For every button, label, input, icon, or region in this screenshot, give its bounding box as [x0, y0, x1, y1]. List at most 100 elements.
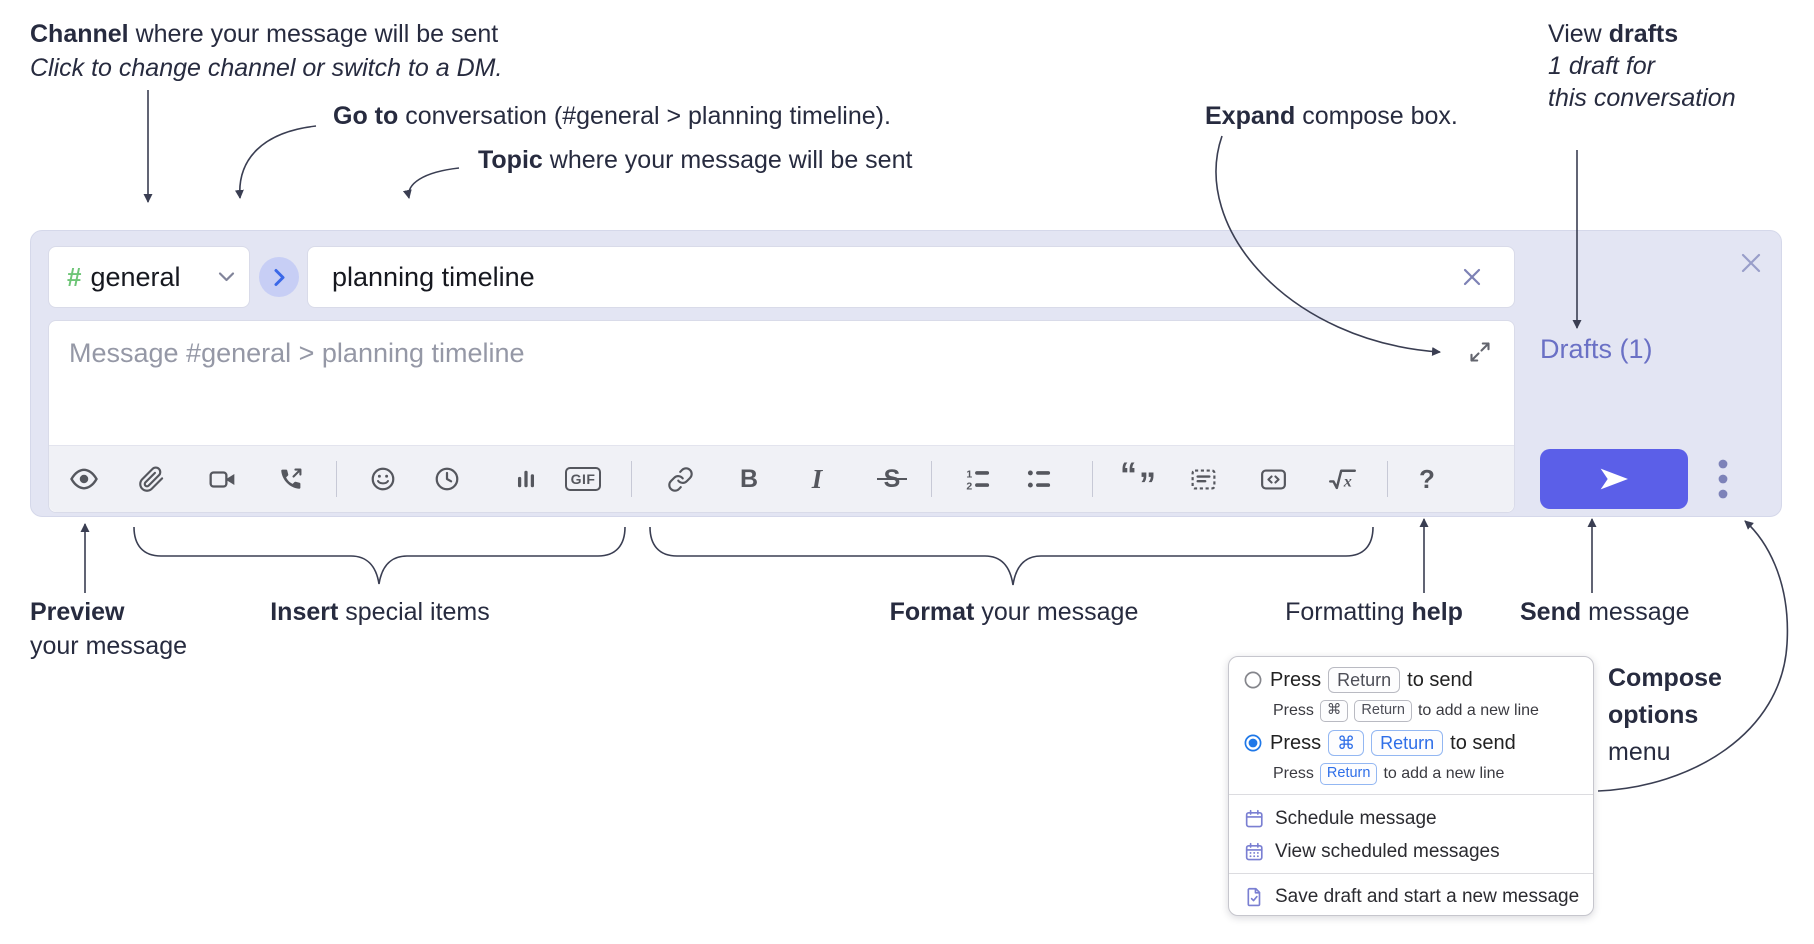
send-label: Send message — [1520, 598, 1690, 627]
quote-button[interactable]: “” — [1114, 456, 1160, 504]
menu-divider — [1229, 873, 1593, 874]
topic-annotation: Topic where your message will be sent — [478, 146, 912, 175]
press-text: Press — [1270, 668, 1322, 691]
strikethrough-button[interactable]: S — [869, 456, 915, 502]
strike-line — [876, 477, 908, 480]
channel-name: general — [90, 261, 181, 292]
close-icon — [1739, 251, 1763, 275]
link-button[interactable] — [657, 456, 703, 502]
code-button[interactable] — [1250, 456, 1296, 502]
emoji-button[interactable] — [360, 456, 406, 502]
eye-icon — [69, 464, 99, 494]
expand-compose-icon[interactable] — [1468, 340, 1492, 364]
math-icon: x — [1327, 464, 1358, 495]
send-button[interactable] — [1540, 449, 1688, 509]
quote-icon: “” — [1120, 456, 1156, 504]
chevron-down-icon — [218, 271, 235, 283]
spoiler-button[interactable] — [1180, 456, 1226, 502]
italic-icon: I — [811, 463, 823, 494]
attach-file-button[interactable] — [128, 456, 174, 502]
compose-options-menu: Press Return to send Press ⌘ Return to a… — [1228, 656, 1594, 916]
view-drafts-bold: drafts — [1608, 20, 1679, 48]
return-key: Return — [1371, 730, 1444, 757]
expand-annotation-rest: compose box. — [1295, 102, 1458, 130]
toolbar-divider — [336, 461, 337, 497]
view-drafts-pre: View — [1548, 20, 1609, 48]
schedule-message-label: Schedule message — [1275, 808, 1437, 829]
svg-text:x: x — [1342, 473, 1351, 490]
channel-annotation-line2: Click to change channel or switch to a D… — [30, 54, 503, 82]
video-camera-icon — [208, 465, 237, 494]
topic-annotation-rest: where your message will be sent — [542, 146, 913, 174]
return-key: Return — [1319, 763, 1378, 785]
video-call-button[interactable] — [199, 456, 245, 502]
insert-label: Insert special items — [270, 598, 490, 627]
vertical-dots-icon — [1718, 459, 1728, 499]
expand-annotation-bold: Expand — [1205, 102, 1296, 130]
preview-button[interactable] — [61, 456, 107, 502]
arrow-to-topic — [402, 167, 460, 199]
save-draft-label: Save draft and start a new message — [1275, 886, 1580, 907]
preview-label-line2: your message — [30, 632, 188, 660]
channel-annotation-rest: where your message will be sent — [128, 20, 499, 48]
bar-chart-icon — [513, 466, 539, 492]
poll-button[interactable] — [503, 456, 549, 502]
bold-button[interactable]: B — [726, 456, 772, 502]
enter-sends-option[interactable]: Press Return to send — [1243, 667, 1473, 694]
gif-button[interactable]: GIF — [560, 456, 606, 502]
press-text: Press — [1273, 764, 1314, 782]
view-scheduled-messages-label: View scheduled messages — [1275, 841, 1500, 862]
clock-icon — [433, 465, 461, 493]
compose-options-label-line2: options — [1608, 701, 1699, 729]
insert-brace — [133, 526, 626, 585]
formatting-help-button[interactable]: ? — [1404, 456, 1450, 502]
voice-call-button[interactable] — [267, 456, 313, 502]
math-button[interactable]: x — [1319, 456, 1365, 502]
goto-annotation-rest: conversation (#general > planning timeli… — [398, 102, 891, 130]
bold-icon: B — [739, 464, 759, 493]
question-mark-icon: ? — [1419, 463, 1435, 494]
expand-annotation: Expand compose box. — [1205, 102, 1458, 131]
close-compose-button[interactable] — [1734, 246, 1768, 280]
compose-options-label-line3: menu — [1608, 738, 1671, 766]
radio-selected-icon[interactable] — [1243, 733, 1263, 753]
compose-options-label-line1: Compose — [1608, 664, 1722, 692]
bulleted-list-icon — [1025, 465, 1053, 493]
preview-label-bold: Preview — [30, 598, 125, 626]
paperclip-icon — [138, 466, 165, 493]
drafts-link[interactable]: Drafts (1) — [1540, 334, 1653, 364]
code-icon — [1259, 465, 1288, 494]
return-key: Return — [1328, 667, 1401, 694]
compose-options-button[interactable] — [1703, 451, 1743, 507]
topic-input[interactable]: planning timeline — [307, 246, 1515, 308]
clear-topic-icon[interactable] — [1462, 267, 1482, 287]
send-label-rest: message — [1581, 598, 1690, 626]
toolbar-divider — [931, 461, 932, 497]
calendar-icon — [1243, 808, 1265, 830]
formatting-help-pre: Formatting — [1285, 598, 1412, 626]
global-time-button[interactable] — [424, 456, 470, 502]
preview-label-line1: Preview — [30, 598, 125, 627]
view-drafts-annotation-line2: 1 draft for — [1548, 52, 1655, 80]
send-label-bold: Send — [1520, 598, 1582, 626]
radio-unselected-icon[interactable] — [1243, 670, 1263, 690]
svg-text:1: 1 — [966, 468, 972, 480]
schedule-message-item[interactable]: Schedule message — [1229, 803, 1593, 835]
cmd-enter-sends-option[interactable]: Press ⌘ Return to send — [1243, 730, 1516, 757]
format-label-rest: your message — [974, 598, 1139, 626]
go-to-conversation-button[interactable] — [259, 257, 299, 297]
save-draft-item[interactable]: Save draft and start a new message — [1229, 881, 1593, 913]
view-scheduled-messages-item[interactable]: View scheduled messages — [1229, 836, 1593, 868]
smiley-icon — [369, 465, 397, 493]
italic-button[interactable]: I — [794, 456, 840, 502]
bulleted-list-button[interactable] — [1016, 456, 1062, 502]
channel-selector[interactable]: # general — [48, 246, 250, 308]
message-input[interactable]: Message #general > planning timeline — [69, 338, 525, 368]
message-area: Message #general > planning timeline GIF… — [48, 320, 1515, 513]
to-send-text: to send — [1450, 731, 1516, 754]
channel-annotation-line1: Channel where your message will be sent — [30, 20, 498, 49]
